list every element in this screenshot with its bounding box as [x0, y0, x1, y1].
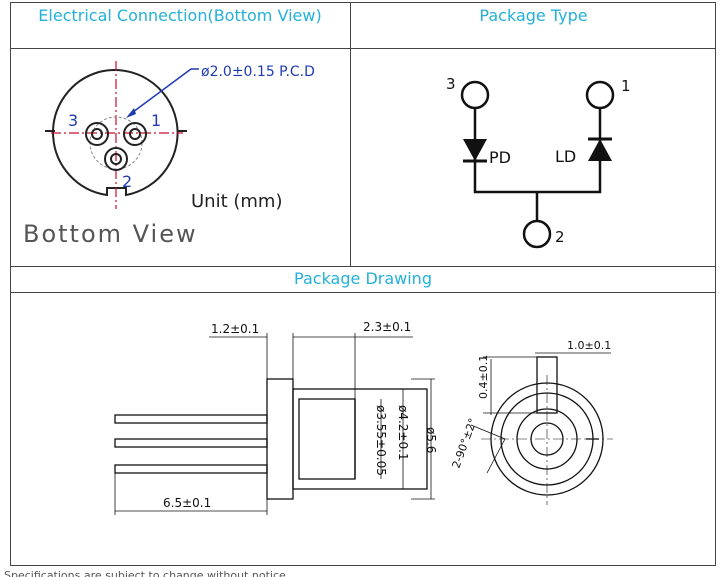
dim-0-4-label: 0.4±0.1 — [477, 355, 490, 399]
pin-2-icon — [104, 147, 128, 171]
footer-note: Specifications are subject to change wit… — [4, 569, 286, 577]
pcd-label: ø2.0±0.15 P.C.D — [201, 64, 315, 80]
terminal-2-icon — [522, 219, 552, 249]
terminal-1-icon — [585, 80, 615, 110]
spec-table — [10, 2, 716, 566]
package-type-schematic: 3 1 2 PD LD — [446, 75, 631, 249]
unit-label: Unit (mm) — [191, 191, 282, 212]
header-package-drawing: Package Drawing — [294, 269, 432, 288]
dim-1-0-label: 1.0±0.1 — [567, 339, 611, 352]
dim-1-2-label: 1.2±0.1 — [211, 322, 259, 336]
ld-label: LD — [555, 147, 576, 166]
bottom-view-caption: Bottom View — [23, 220, 198, 248]
bottom-view-diagram: ø2.0±0.15 P.C.D 3 1 2 Unit (mm) Bottom V… — [23, 61, 315, 248]
dim-6-5-label: 6.5±0.1 — [163, 496, 211, 510]
photodiode-icon — [463, 139, 487, 163]
dim-3-55-label: ø3.55±0.05 — [374, 405, 388, 476]
column-divider — [350, 2, 351, 266]
pin-1-label: 1 — [151, 111, 161, 130]
dim-angle-label: 2-90°±2° — [450, 417, 480, 470]
laser-diode-icon — [588, 137, 612, 161]
terminal-3-icon — [460, 80, 490, 110]
terminal-1-label: 1 — [621, 77, 631, 95]
row-divider-3 — [10, 292, 716, 293]
pin-1-icon — [123, 122, 147, 146]
row-divider-2 — [10, 266, 716, 267]
pin-3-label: 3 — [68, 111, 78, 130]
header-electrical-connection: Electrical Connection(Bottom View) — [38, 6, 322, 25]
terminal-3-label: 3 — [446, 75, 456, 93]
pin-3-icon — [85, 122, 109, 146]
pd-label: PD — [489, 148, 511, 167]
terminal-2-label: 2 — [555, 228, 565, 246]
dim-4-2-label: ø4.2±0.1 — [396, 405, 410, 461]
pin-2-label: 2 — [122, 172, 132, 191]
header-package-type: Package Type — [479, 6, 588, 25]
dim-2-3-label: 2.3±0.1 — [363, 320, 411, 334]
dim-5-6-label: ø5.6 — [424, 427, 438, 453]
package-drawing: 1.2±0.1 2.3±0.1 6.5±0.1 ø3.55±0.05 ø4.2±… — [114, 320, 613, 515]
row-divider-1 — [10, 48, 716, 49]
